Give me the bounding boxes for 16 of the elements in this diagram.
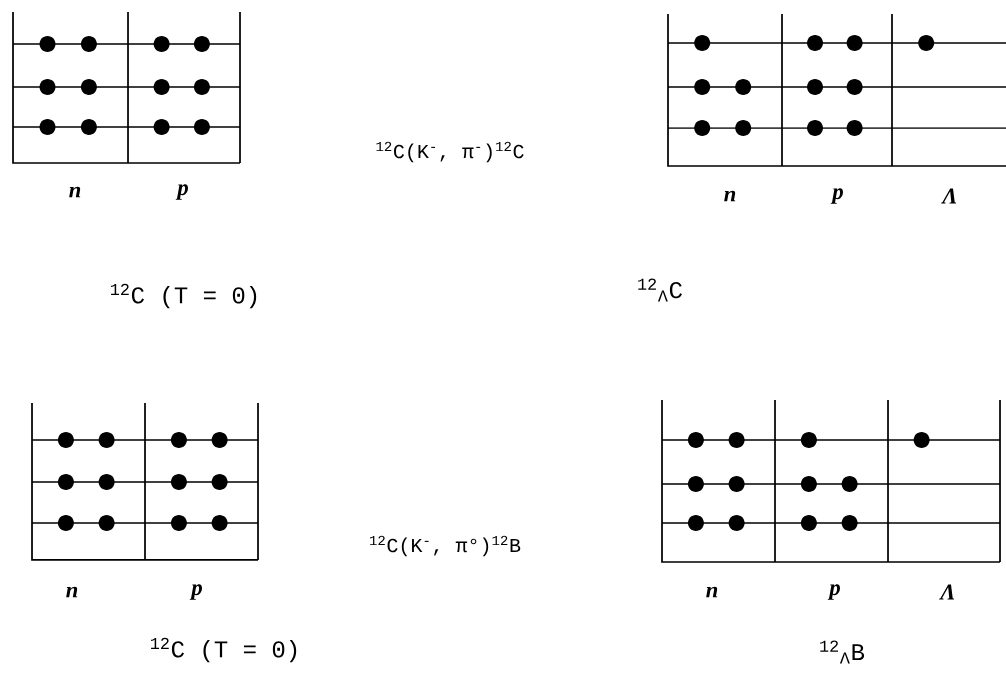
column-label: Λ bbox=[941, 188, 957, 204]
nucleus-label: $^{12}$C (T = 0) bbox=[111, 283, 257, 309]
reaction-equation: $^{12}$C(K$^{-}$, π°)$^{12}$B bbox=[370, 535, 521, 557]
nucleus-label: 12$_{Λ}$C bbox=[638, 278, 682, 302]
column-label: n bbox=[66, 586, 78, 598]
column-label: n bbox=[69, 186, 81, 198]
column-label: p bbox=[175, 184, 188, 200]
column-label: n bbox=[724, 190, 736, 202]
nucleus-label: 12$_{Λ}$B bbox=[820, 640, 865, 664]
reaction-equation: $^{12}$C(K$^{-}$, π$^{-}$)$^{12}$C bbox=[376, 141, 524, 163]
column-label: p bbox=[830, 188, 843, 204]
nucleus-label: $^{12}$C (T = 0) bbox=[151, 637, 297, 663]
column-label: n bbox=[706, 586, 718, 598]
column-label: p bbox=[189, 584, 202, 600]
column-label: Λ bbox=[939, 584, 955, 600]
column-label: p bbox=[827, 584, 840, 600]
